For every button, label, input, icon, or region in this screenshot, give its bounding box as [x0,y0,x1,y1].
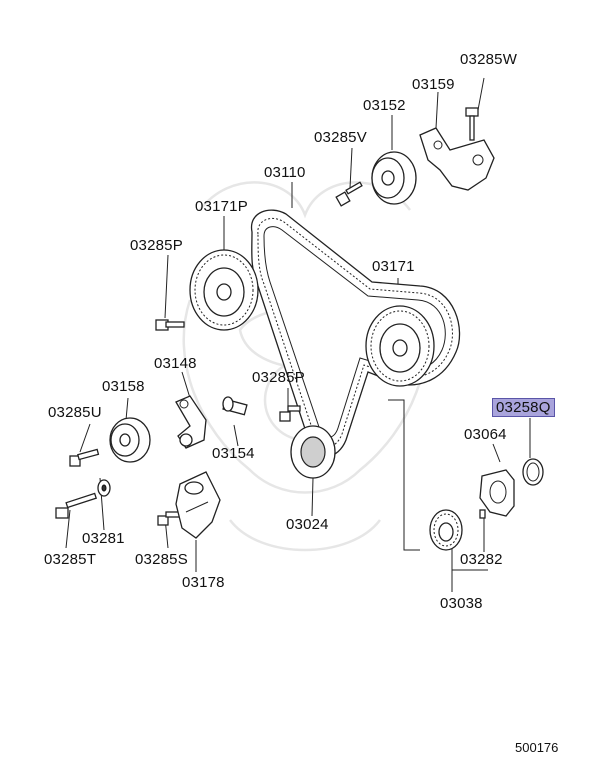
label-03110: 03110 [264,164,306,181]
flange-03064 [479,469,515,517]
bolt-03285v [335,181,363,207]
label-03285t: 03285T [44,551,97,568]
bolt-03285p-mid [279,405,301,422]
bolt-03285u [69,448,100,467]
label-03285p-top: 03285P [130,237,183,254]
label-03148: 03148 [154,355,197,372]
bolt-03285t [55,492,98,519]
label-03285s: 03285S [135,551,188,568]
camshaft-sprocket-left [189,249,259,331]
pin-03154 [222,396,248,416]
washer-03281 [97,479,111,497]
label-03285v: 03285V [314,129,367,146]
figure-number: 500176 [515,740,559,755]
label-03178: 03178 [182,574,225,591]
label-03285u: 03285U [48,404,102,421]
label-03282: 03282 [460,551,503,568]
tensioner-bracket [419,127,495,191]
bolt-03285p-top [155,319,185,331]
label-03285p-mid: 03285P [252,369,305,386]
label-03152: 03152 [363,97,406,114]
idler-pulley [371,151,417,205]
label-03154: 03154 [212,445,255,462]
spacer-03258q [522,458,544,486]
crank-plate [290,425,336,479]
label-03285w: 03285W [460,51,518,68]
label-03258q-highlighted[interactable]: 03258Q [492,398,555,417]
label-03171p: 03171P [195,198,248,215]
label-03159: 03159 [412,76,455,93]
label-03281: 03281 [82,530,125,547]
tensioner-pulley [109,417,151,463]
label-03064: 03064 [464,426,507,443]
label-03038: 03038 [440,595,483,612]
label-03171: 03171 [372,258,415,275]
bolt-03285w [465,107,479,141]
tensioner-arm [175,395,207,449]
crankshaft-sprocket [429,509,463,551]
auto-tensioner [175,471,221,539]
bolt-03285s [157,511,181,526]
label-03024: 03024 [286,516,329,533]
label-03158: 03158 [102,378,145,395]
key-03282 [479,509,486,519]
camshaft-sprocket-right [365,305,435,387]
